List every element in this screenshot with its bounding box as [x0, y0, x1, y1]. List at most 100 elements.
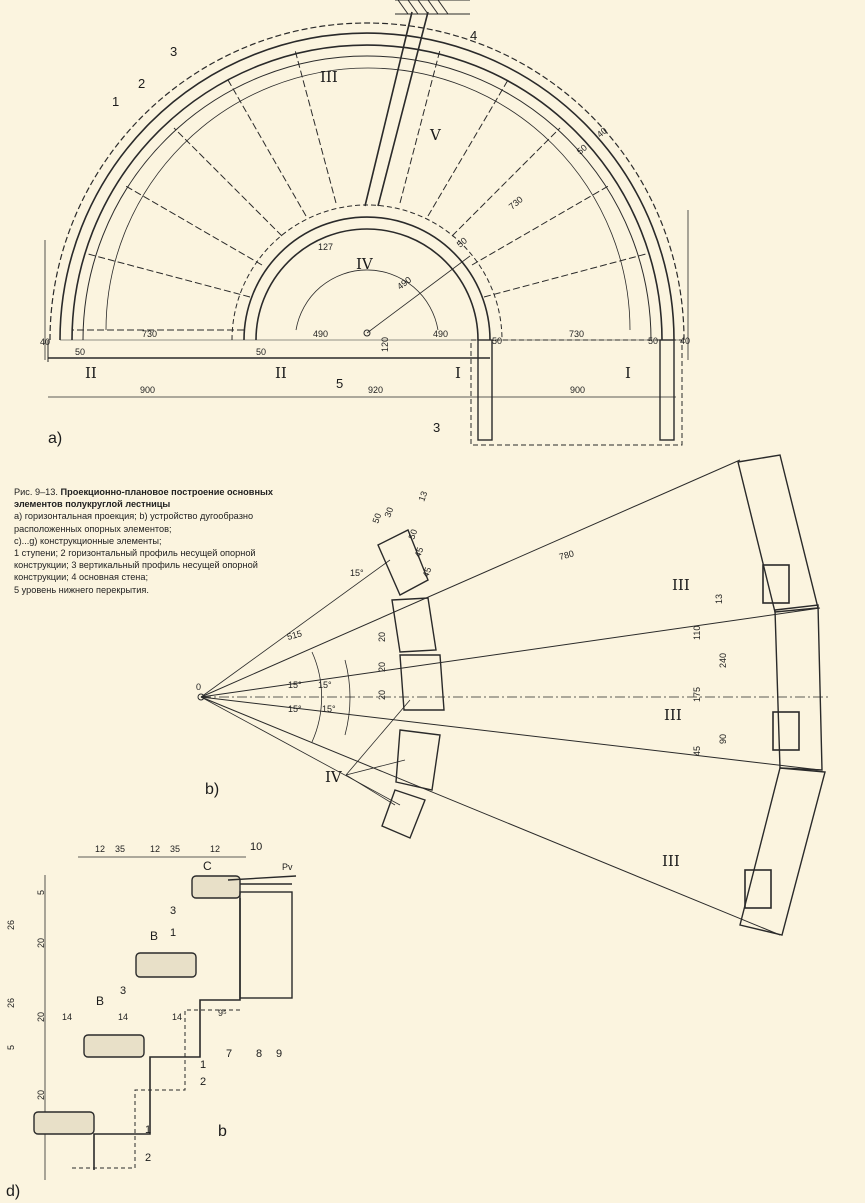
- dim-13-b1: 13: [416, 490, 429, 503]
- panel-b-arc-supports: [197, 454, 830, 936]
- dim-mid-14b: 14: [118, 1012, 128, 1022]
- num-2a: 2: [200, 1076, 206, 1088]
- dim-left-20b: 20: [36, 1012, 46, 1022]
- dim-45-b2: 45: [420, 566, 433, 579]
- panel-a-labels: 1 2 3 4 5 3 III IV V II II I I 730 490 4…: [40, 28, 690, 447]
- roman-III-b2: III: [664, 706, 682, 724]
- figure-number: Рис. 9–13.: [14, 487, 58, 497]
- wall-hatch: [395, 0, 470, 15]
- dim-490-right: 490: [433, 329, 448, 339]
- dim-900-left: 900: [140, 385, 155, 395]
- num-8: 8: [256, 1048, 262, 1060]
- letter-b: b: [218, 1123, 227, 1140]
- dim-50-d: 50: [648, 336, 658, 346]
- dim-20-b1: 20: [377, 632, 387, 642]
- caption-line-1: а) горизонтальная проекция; b) устройств…: [14, 511, 254, 534]
- panel-a-label: a): [48, 430, 62, 447]
- dim-top-12c: 12: [210, 844, 220, 854]
- num-1c: 1: [145, 1124, 151, 1136]
- num-9: 9: [276, 1048, 282, 1060]
- roman-II-mid: II: [275, 364, 287, 382]
- num-1b: 1: [200, 1059, 206, 1071]
- letter-Pv: Pv: [282, 862, 293, 872]
- dim-110: 110: [692, 626, 702, 640]
- dim-20-b2: 20: [377, 662, 387, 672]
- dim-920: 920: [368, 385, 383, 395]
- dim-left-26b: 26: [6, 998, 16, 1008]
- letter-C: C: [203, 859, 212, 873]
- part-label-5: 5: [336, 376, 343, 391]
- dim-50-b1: 50: [370, 512, 383, 525]
- caption-line-3: 1 ступени; 2 горизонтальный профиль несу…: [14, 548, 258, 583]
- angle-15-e: 15°: [350, 568, 364, 578]
- caption-line-2: с)...g) конструкционные элементы;: [14, 535, 162, 546]
- dim-780: 780: [558, 548, 575, 562]
- tread-lines: [72, 49, 647, 331]
- origin-label: 0: [196, 682, 201, 692]
- roman-I-left: I: [455, 364, 461, 382]
- dim-left-20a: 20: [36, 938, 46, 948]
- dim-490-left: 490: [313, 329, 328, 339]
- caption-line-4: 5 уровень нижнего перекрытия.: [14, 584, 149, 595]
- panel-b-labels: 0 III III III IV 515 780 50 30 13 50 45 …: [196, 490, 728, 870]
- panel-a-plan: [44, 0, 689, 446]
- part-label-2: 2: [138, 76, 145, 91]
- num-3a: 3: [170, 905, 176, 917]
- dim-mid-95: 9⁵: [218, 1008, 227, 1018]
- dim-730-diag: 730: [507, 194, 525, 211]
- dim-50-f: 50: [575, 142, 589, 156]
- letter-B-upper: B: [150, 929, 158, 943]
- panel-d-label: d): [6, 1183, 20, 1200]
- part-label-3: 3: [170, 44, 177, 59]
- dim-730-right: 730: [569, 329, 584, 339]
- part-label-3b: 3: [433, 420, 440, 435]
- dim-13-b2: 13: [714, 594, 724, 604]
- angle-15-b: 15°: [318, 680, 332, 690]
- dim-mid-14a: 14: [62, 1012, 72, 1022]
- figure-title: Проекционно-плановое построение основных…: [14, 487, 273, 510]
- dim-mid-14c: 14: [172, 1012, 182, 1022]
- dim-175: 175: [692, 687, 702, 702]
- dim-50-b: 50: [256, 347, 266, 357]
- dim-left-26a: 26: [6, 920, 16, 930]
- roman-I-right: I: [625, 364, 631, 382]
- dim-515: 515: [286, 628, 303, 642]
- dim-40-b: 40: [40, 337, 50, 347]
- dim-20-b3: 20: [377, 690, 387, 700]
- panel-d-labels: 12 35 12 35 12 26 5 20 26 20 5 20 14 14 …: [6, 841, 293, 1200]
- dim-240: 240: [718, 653, 728, 668]
- roman-III-b3: III: [662, 852, 680, 870]
- dim-left-5a: 5: [36, 890, 46, 895]
- dim-40-c: 40: [680, 336, 690, 346]
- num-7: 7: [226, 1048, 232, 1060]
- dim-45-b1: 45: [412, 546, 425, 559]
- angle-15-d: 15°: [322, 704, 336, 714]
- roman-III-b1: III: [672, 576, 690, 594]
- dim-730-left: 730: [142, 329, 157, 339]
- dim-50-a: 50: [75, 347, 85, 357]
- panel-d-section: [33, 856, 297, 1180]
- dim-900-right: 900: [570, 385, 585, 395]
- num-10: 10: [250, 841, 262, 853]
- num-3b: 3: [120, 985, 126, 997]
- dim-top-12b: 12: [150, 844, 160, 854]
- letter-B-lower: B: [96, 994, 104, 1008]
- roman-IV-b: IV: [325, 768, 343, 786]
- dim-127: 127: [318, 242, 333, 252]
- dim-left-20c: 20: [36, 1090, 46, 1100]
- dim-top-12a: 12: [95, 844, 105, 854]
- roman-IV: IV: [356, 255, 374, 273]
- roman-II-left: II: [85, 364, 97, 382]
- dim-50-e: 50: [455, 235, 469, 249]
- roman-V: V: [429, 126, 442, 144]
- part-label-1: 1: [112, 94, 119, 109]
- dim-50-b2: 50: [406, 528, 419, 541]
- figure-caption: Рис. 9–13. Проекционно-плановое построен…: [14, 486, 276, 596]
- panel-b-label: b): [205, 781, 219, 798]
- dim-45-b3: 45: [692, 746, 702, 756]
- dim-40-a: 40: [595, 125, 609, 139]
- dim-left-5b: 5: [6, 1045, 16, 1050]
- dim-90: 90: [718, 734, 728, 744]
- angle-15-c: 15°: [288, 704, 302, 714]
